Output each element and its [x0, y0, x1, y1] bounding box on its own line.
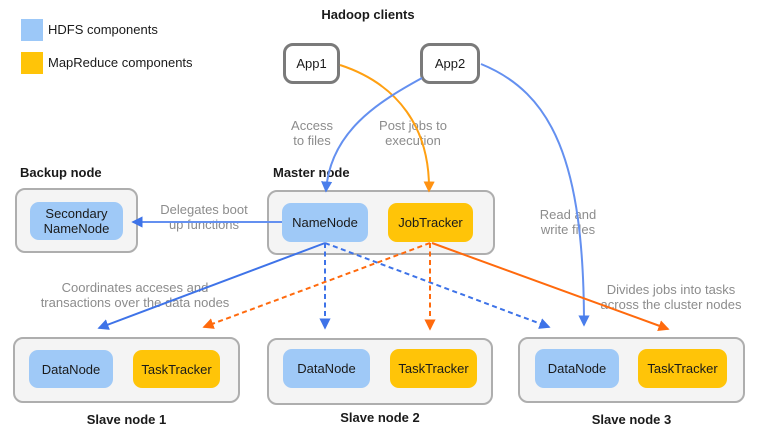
slave1-tasktracker-label: TaskTracker [141, 361, 212, 377]
mapreduce-legend-swatch [21, 52, 43, 74]
namenode-label: NameNode [292, 215, 358, 230]
hdfs-legend-label: HDFS components [48, 22, 158, 37]
read-write-files-label: Read and write files [539, 207, 597, 237]
divides-jobs-label: Divides jobs into tasks across the clust… [600, 282, 742, 312]
slave3-tasktracker-label: TaskTracker [647, 361, 718, 376]
slave1-tasktracker-box: TaskTracker [133, 350, 220, 388]
jobtracker-box: JobTracker [388, 203, 473, 242]
jobtracker-label: JobTracker [398, 215, 463, 230]
delegates-boot-label: Delegates boot up functions [160, 202, 248, 232]
slave-node-1-title: Slave node 1 [86, 412, 167, 427]
slave3-datanode-box: DataNode [535, 349, 619, 388]
edge-namenode-to-slave3-datanode [324, 242, 551, 329]
slave-node-2-title: Slave node 2 [340, 410, 420, 425]
slave1-datanode-label: DataNode [41, 361, 101, 377]
app2-node: App2 [420, 43, 480, 84]
secondary-namenode-box: Secondary NameNode [30, 202, 123, 240]
access-to-files-label: Access to files [291, 118, 333, 148]
app1-node: App1 [283, 43, 340, 84]
slave1-datanode-box: DataNode [29, 350, 113, 388]
hadoop-clients-title: Hadoop clients [321, 7, 415, 22]
master-node-title: Master node [273, 165, 350, 180]
slave2-datanode-label: DataNode [297, 361, 356, 376]
coordinates-access-label: Coordinates acceses and transactions ove… [40, 280, 230, 310]
slave2-tasktracker-label: TaskTracker [398, 361, 469, 376]
secondary-namenode-label: Secondary NameNode [43, 206, 110, 236]
namenode-box: NameNode [282, 203, 368, 242]
slave2-datanode-box: DataNode [283, 349, 370, 388]
backup-node-title: Backup node [20, 165, 102, 180]
mapreduce-legend-label: MapReduce components [48, 55, 193, 70]
post-jobs-label: Post jobs to execution [379, 118, 447, 148]
app2-label: App2 [434, 56, 466, 71]
hdfs-legend-swatch [21, 19, 43, 41]
slave2-tasktracker-box: TaskTracker [390, 349, 477, 388]
slave-node-3-title: Slave node 3 [591, 412, 672, 427]
slave3-tasktracker-box: TaskTracker [638, 349, 727, 388]
app1-label: App1 [296, 56, 327, 71]
slave3-datanode-label: DataNode [547, 361, 607, 376]
